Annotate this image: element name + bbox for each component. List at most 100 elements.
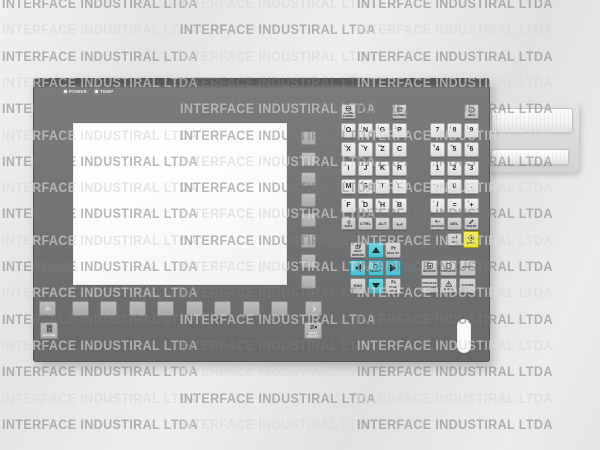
key-cap: R: [396, 164, 403, 172]
cable-connector-strip: [491, 149, 569, 165]
key-num-7[interactable]: '7: [430, 123, 445, 138]
key-next-window[interactable]: NEXT WINDOW: [350, 242, 366, 258]
key-num-.[interactable]: ,.: [464, 179, 479, 195]
key-program[interactable]: PROGRAM: [440, 260, 457, 276]
key-cap: F: [346, 202, 351, 210]
key-arrow-left[interactable]: [350, 260, 366, 276]
softkey-h-5[interactable]: [185, 301, 203, 316]
key-num-3[interactable]: #3: [464, 160, 479, 176]
key-letter-R[interactable]: _R: [392, 160, 407, 176]
key-letter-N[interactable]: )N: [358, 123, 373, 138]
softkey-v-7[interactable]: [301, 254, 316, 269]
key-input[interactable]: INPUT: [463, 231, 479, 248]
key-letter-C[interactable]: 'C: [392, 141, 407, 157]
key-custom[interactable]: CUSTOM: [459, 277, 476, 293]
key-letter-T[interactable]: !T: [375, 179, 390, 195]
key-letter-S[interactable]: $S: [358, 179, 373, 195]
key-del[interactable]: DEL: [447, 217, 462, 230]
watermark-text: INTERFACE INDUSTIRAL LTDA: [179, 22, 376, 38]
key-tab[interactable]: TAB: [447, 233, 462, 246]
key-label: ALARM: [443, 287, 454, 291]
key-num--[interactable]: _-: [430, 179, 445, 195]
softkey-v-4[interactable]: [301, 192, 316, 207]
key-letter-H[interactable]: &H: [375, 198, 390, 214]
softkey-v-2[interactable]: [301, 151, 316, 166]
softkey-h-6[interactable]: [214, 301, 232, 316]
key-label: PROGRAM: [441, 270, 456, 274]
key-letter-L[interactable]: ?L: [392, 179, 407, 195]
key-channel[interactable]: CHANNEL: [392, 104, 407, 119]
key-label: INPUT: [466, 242, 476, 246]
key-alarm[interactable]: ALARM: [440, 277, 457, 293]
key-num-8[interactable]: (8: [447, 123, 462, 138]
softkey-v-8[interactable]: [301, 274, 316, 289]
key-num-/[interactable]: */: [430, 198, 445, 214]
key-insert[interactable]: INSERT: [464, 217, 479, 230]
key-program-manager[interactable]: PROGRAM MANAGER: [421, 277, 438, 293]
key-page-up[interactable]: PAGE UP: [385, 242, 401, 258]
shift-char: A: [344, 161, 347, 167]
tab-icon: [451, 234, 458, 241]
key-label: MACHINE: [423, 270, 436, 274]
key-arrow-up[interactable]: [367, 242, 384, 258]
key-select[interactable]: SELECT: [367, 260, 384, 276]
key-letter-B[interactable]: ^B: [392, 198, 407, 214]
key-space[interactable]: [392, 217, 407, 230]
key-num-5[interactable]: %5: [447, 141, 462, 157]
softkey-v-1[interactable]: [301, 131, 316, 145]
key-num-=[interactable]: ~=: [447, 198, 462, 214]
key-end[interactable]: END: [350, 278, 366, 294]
key-ctrl[interactable]: CTRL: [358, 217, 373, 230]
softkey-v-3[interactable]: [301, 172, 316, 187]
softkey-h-1[interactable]: [72, 301, 89, 316]
softkey-h-2[interactable]: [100, 301, 118, 316]
key-num-1[interactable]: !1: [430, 160, 445, 176]
key-letter-M[interactable]: *M: [341, 179, 356, 195]
key-cap: N: [362, 127, 369, 134]
softkey-v-5[interactable]: [301, 213, 316, 228]
key-arrow-down[interactable]: [367, 278, 384, 294]
key-num-6[interactable]: &6: [464, 141, 479, 157]
temp-led: TEMP: [95, 89, 113, 94]
watermark-text: INTERFACE INDUSTIRAL LTDA: [2, 416, 198, 432]
key-cap: 1: [435, 164, 440, 172]
key-menu-back[interactable]: [39, 301, 56, 316]
softkey-h-3[interactable]: [128, 301, 146, 316]
softkey-h-7[interactable]: [242, 301, 260, 316]
key-letter-G[interactable]: [G: [375, 123, 390, 138]
key-letter-O[interactable]: (O: [341, 123, 356, 138]
softkey-v-6[interactable]: [301, 233, 316, 248]
softkey-h-8[interactable]: [270, 301, 288, 316]
key-arrow-right[interactable]: [385, 260, 401, 276]
key-page-down[interactable]: PAGE DOWN: [385, 278, 401, 294]
softkey-h-4[interactable]: [157, 301, 175, 316]
key-num-0[interactable]: 0: [447, 179, 462, 195]
key-letter-D[interactable]: %D: [358, 198, 373, 214]
shift-char: ]: [395, 124, 397, 129]
key-num-+[interactable]: ?+: [464, 198, 479, 214]
key-menu-select-bottom[interactable]: MENU SELECT: [304, 322, 322, 339]
key-num-9[interactable]: )9: [464, 123, 479, 138]
key-shift[interactable]: SHIFT: [341, 217, 356, 230]
key-num-4[interactable]: $4: [430, 141, 445, 157]
key-alarm-cancel[interactable]: ALARM CANCEL: [341, 104, 356, 119]
key-num-2[interactable]: "2: [447, 160, 462, 176]
shift-char: *: [433, 199, 435, 205]
key-offset[interactable]: OFFSET: [459, 260, 476, 276]
key-backspace[interactable]: BACKSPACE: [430, 217, 445, 230]
key-letter-P[interactable]: ]P: [392, 123, 407, 138]
key-letter-F[interactable]: "F: [341, 198, 356, 214]
key-menu-forward[interactable]: [305, 301, 322, 316]
key-alt[interactable]: ALT: [375, 217, 390, 230]
